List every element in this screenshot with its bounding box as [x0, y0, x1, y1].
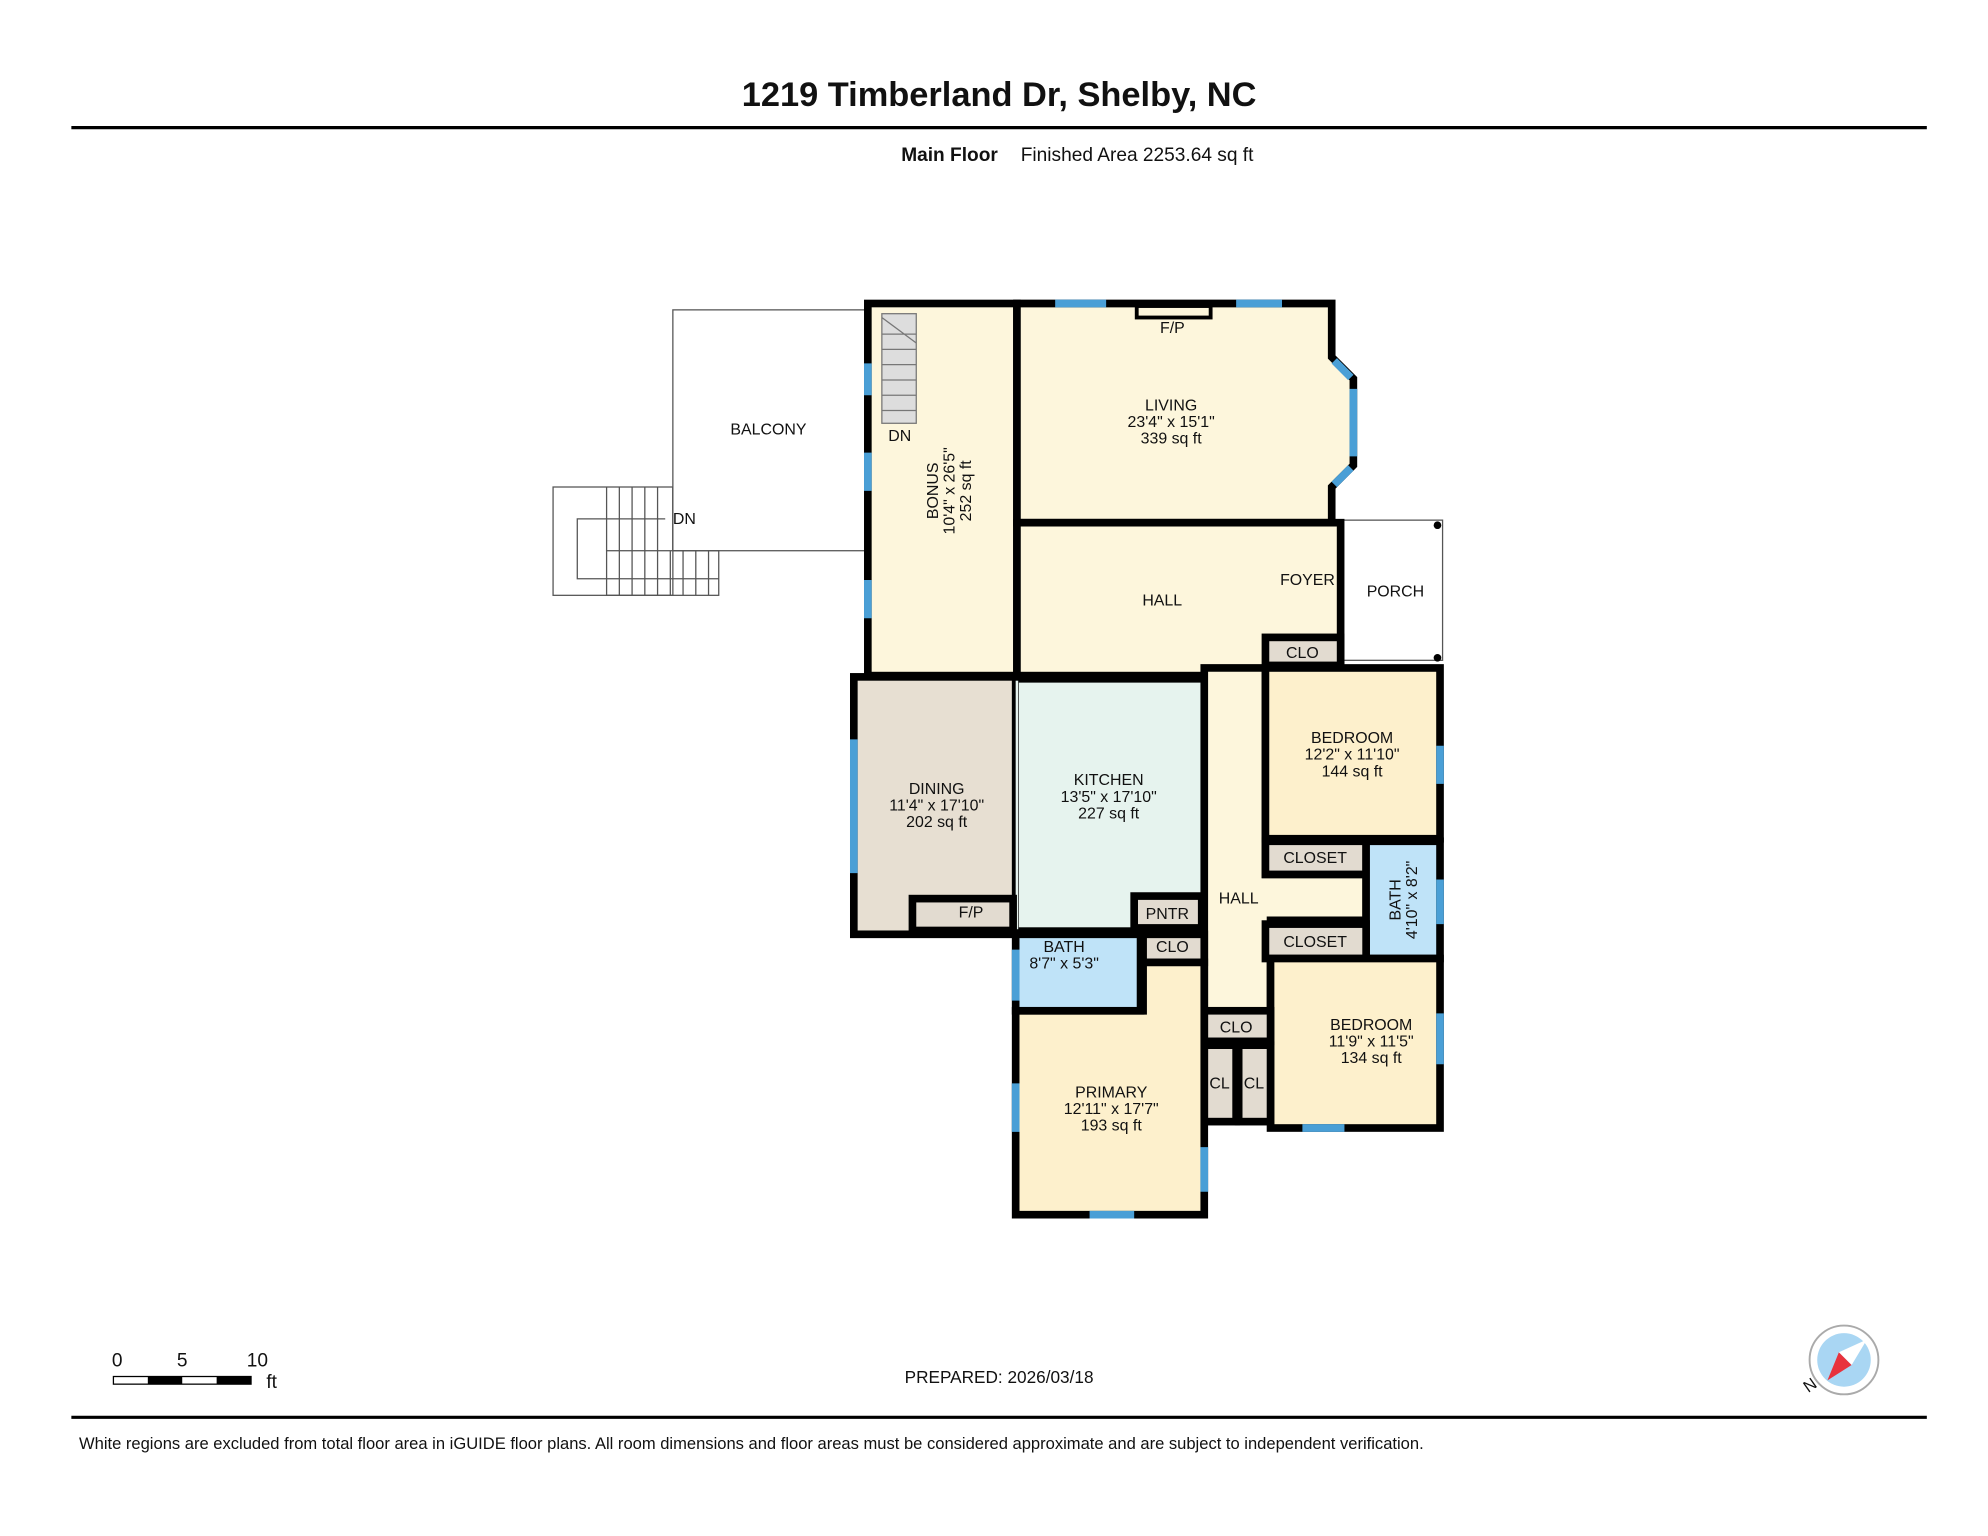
primary-label: PRIMARY 12'11" x 17'7" 193 sq ft	[1064, 1084, 1159, 1134]
room-dining	[849, 673, 1020, 939]
clo-hall-label: CLO	[1220, 1019, 1253, 1036]
svg-text:LIVING: LIVING	[1145, 398, 1197, 415]
dining-fp-label: F/P	[959, 905, 984, 922]
room-cl-2	[1234, 1041, 1275, 1126]
svg-text:12'11" x 17'7": 12'11" x 17'7"	[1064, 1101, 1159, 1118]
foyer-label: FOYER	[1280, 572, 1335, 589]
finished-area: Finished Area 2253.64 sq ft	[1021, 145, 1254, 166]
svg-text:BEDROOM: BEDROOM	[1330, 1017, 1412, 1034]
svg-text:193 sq ft: 193 sq ft	[1081, 1118, 1143, 1135]
cl-1-label: CL	[1209, 1076, 1229, 1093]
interior-stairs	[881, 313, 917, 424]
exterior-stairs	[552, 486, 720, 596]
page-title: 1219 Timberland Dr, Shelby, NC	[742, 76, 1257, 114]
svg-text:10: 10	[247, 1350, 268, 1371]
room-kitchen	[1012, 676, 1208, 934]
foyer-closet	[1261, 633, 1345, 670]
room-pantry	[1130, 892, 1206, 932]
bath-small-label: BATH 4'10" x 8'2"	[1388, 861, 1422, 939]
svg-text:11'4" x 17'10": 11'4" x 17'10"	[889, 798, 984, 815]
clo-primary-label: CLO	[1156, 939, 1189, 956]
cl-2-label: CL	[1244, 1076, 1264, 1093]
balcony	[672, 309, 869, 552]
room-clo-primary	[1139, 930, 1209, 967]
svg-text:8'7" x 5'3": 8'7" x 5'3"	[1029, 956, 1099, 973]
prepared-date: PREPARED: 2026/03/18	[905, 1367, 1094, 1387]
stairs-down-label: DN	[673, 511, 696, 528]
hall-upper-label: HALL	[1142, 593, 1182, 610]
svg-text:134 sq ft: 134 sq ft	[1341, 1050, 1403, 1067]
closet-1-label: CLOSET	[1283, 850, 1347, 867]
svg-text:11'9" x 11'5": 11'9" x 11'5"	[1329, 1033, 1414, 1050]
footer-disclaimer: White regions are excluded from total fl…	[79, 1434, 1424, 1453]
porch-label: PORCH	[1367, 584, 1424, 601]
svg-text:0: 0	[112, 1350, 123, 1371]
svg-text:10'4" x 26'5": 10'4" x 26'5"	[941, 447, 958, 534]
balcony-label: BALCONY	[730, 422, 806, 439]
hall-lower-label: HALL	[1219, 891, 1259, 908]
living-label: LIVING 23'4" x 15'1" 339 sq ft	[1128, 398, 1215, 448]
svg-text:DINING: DINING	[909, 781, 965, 798]
room-bath-primary	[1011, 930, 1145, 1015]
svg-text:BONUS: BONUS	[925, 463, 942, 520]
bedroom-2-label: BEDROOM 11'9" x 11'5" 134 sq ft	[1329, 1017, 1414, 1067]
floor-name: Main Floor	[901, 145, 998, 166]
svg-text:252 sq ft: 252 sq ft	[958, 460, 975, 522]
svg-text:ft: ft	[266, 1372, 277, 1393]
room-closet-2	[1261, 920, 1370, 963]
scale-bar: 0 5 10 ft	[112, 1350, 278, 1393]
svg-text:BATH: BATH	[1043, 939, 1084, 956]
compass-icon: N	[1800, 1324, 1880, 1396]
living-fp-label: F/P	[1160, 320, 1185, 337]
svg-text:227 sq ft: 227 sq ft	[1078, 805, 1140, 822]
kitchen-label: KITCHEN 13'5" x 17'10" 227 sq ft	[1061, 772, 1157, 822]
svg-text:4'10" x 8'2": 4'10" x 8'2"	[1404, 861, 1421, 939]
dining-fireplace	[908, 894, 1017, 935]
svg-text:23'4" x 15'1": 23'4" x 15'1"	[1128, 414, 1215, 431]
windows	[849, 299, 1444, 1219]
svg-text:BEDROOM: BEDROOM	[1311, 730, 1393, 747]
closet-2-label: CLOSET	[1283, 934, 1347, 951]
bonus-label: BONUS 10'4" x 26'5" 252 sq ft	[925, 447, 975, 534]
living-fireplace	[1134, 304, 1213, 320]
svg-text:12'2" x 11'10": 12'2" x 11'10"	[1305, 747, 1400, 764]
bedroom-1-label: BEDROOM 12'2" x 11'10" 144 sq ft	[1305, 730, 1400, 780]
porch	[1339, 519, 1444, 661]
svg-text:5: 5	[177, 1350, 188, 1371]
svg-text:339 sq ft: 339 sq ft	[1141, 431, 1203, 448]
foyer-clo-label: CLO	[1286, 645, 1319, 662]
bath-primary-label: BATH 8'7" x 5'3"	[1029, 939, 1099, 973]
svg-text:202 sq ft: 202 sq ft	[906, 814, 968, 831]
room-bedroom-2	[1266, 954, 1444, 1132]
svg-text:KITCHEN: KITCHEN	[1074, 772, 1144, 789]
svg-text:13'5" x 17'10": 13'5" x 17'10"	[1061, 789, 1157, 806]
pantry-label: PNTR	[1146, 906, 1189, 923]
svg-text:144 sq ft: 144 sq ft	[1322, 763, 1384, 780]
svg-text:BATH: BATH	[1388, 879, 1405, 920]
svg-text:PRIMARY: PRIMARY	[1075, 1084, 1148, 1101]
dining-label: DINING 11'4" x 17'10" 202 sq ft	[889, 781, 984, 831]
interior-stairs-label: DN	[888, 428, 911, 445]
